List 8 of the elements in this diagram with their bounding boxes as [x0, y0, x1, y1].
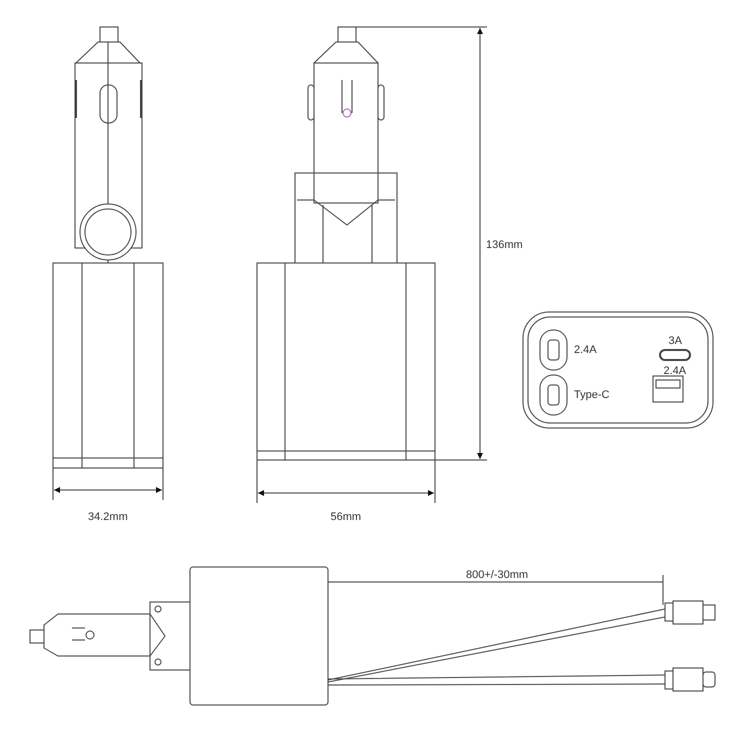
current-rating-label: 3A — [668, 336, 682, 347]
port-type-label: Type-C — [574, 390, 610, 401]
dimension-label: 34.2mm — [88, 512, 128, 523]
dimension-label: 800+/-30mm — [466, 570, 528, 581]
dimension-label: 56mm — [330, 512, 362, 523]
current-rating-label: 2.4A — [574, 345, 597, 356]
dimension-label: 136mm — [486, 240, 523, 251]
current-rating-label: 2.4A — [664, 366, 686, 377]
